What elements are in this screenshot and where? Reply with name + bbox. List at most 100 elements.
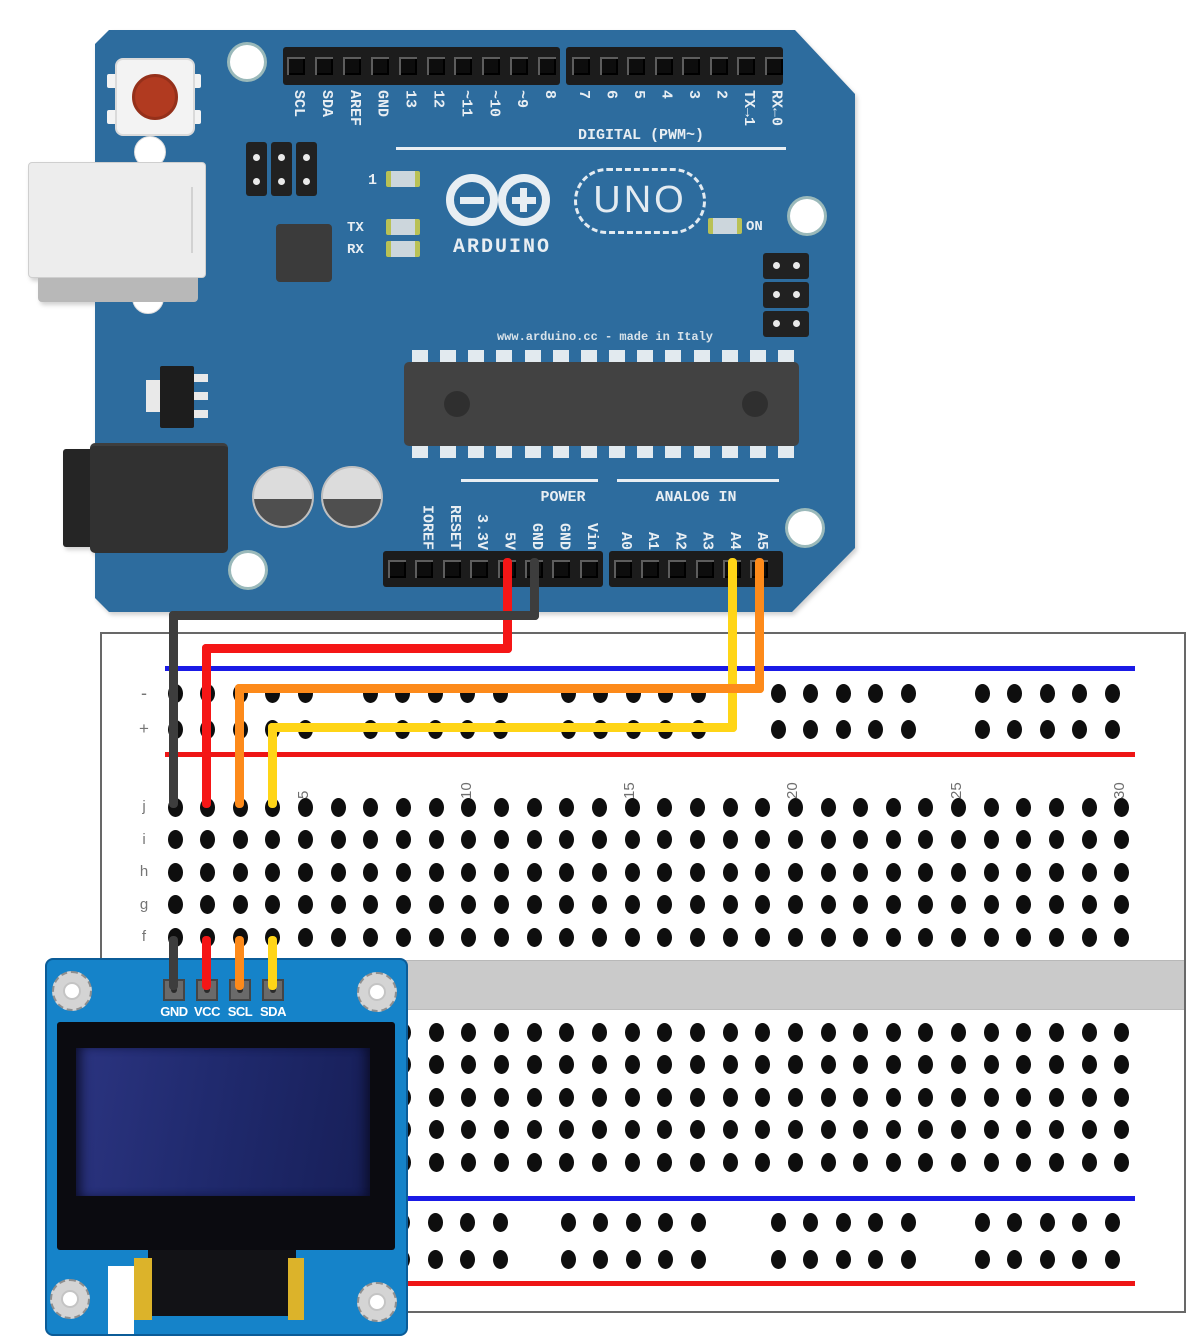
ic-pin-icon [749, 350, 766, 362]
breadboard-hole [722, 1087, 738, 1107]
pin-label-rx0: RX←0 [767, 90, 785, 127]
arduino-logo-icon [498, 174, 550, 226]
breadboard-hole [167, 927, 183, 947]
breadboard-hole [460, 1249, 476, 1269]
breadboard-hole [951, 830, 967, 849]
breadboard-hole [885, 1120, 901, 1139]
breadboard-hole [232, 683, 248, 703]
breadboard-hole [1016, 1087, 1032, 1107]
regulator-tab [146, 380, 162, 412]
ic-pin-icon [721, 350, 738, 362]
breadboard-hole [167, 719, 183, 739]
breadboard-hole [593, 683, 609, 703]
breadboard-hole [461, 1152, 477, 1172]
breadboard-hole [624, 1152, 640, 1172]
breadboard-hole [559, 1055, 575, 1074]
breadboard-hole [853, 1022, 869, 1042]
header-socket [579, 560, 598, 578]
breadboard-hole [624, 927, 640, 947]
uno-badge-text: UNO [593, 179, 687, 221]
header-socket [470, 560, 489, 578]
digital-header-left [283, 47, 560, 85]
breadboard-hole [722, 895, 738, 914]
positive-rail-line [165, 1281, 1135, 1286]
analog-section-label: ANALOG IN [655, 489, 737, 506]
breadboard-hole [1016, 830, 1032, 849]
breadboard-hole [1007, 1249, 1023, 1269]
icsp-header-icon [763, 282, 809, 308]
breadboard-hole [494, 830, 509, 849]
breadboard-hole [835, 1249, 851, 1269]
ic-pin-icon [412, 350, 428, 362]
power-section-label: POWER [540, 489, 586, 506]
breadboard-hole [200, 683, 216, 703]
pin-label-a3: A3 [698, 531, 716, 550]
breadboard-hole [591, 862, 607, 882]
breadboard-hole [460, 683, 476, 703]
breadboard-hole [526, 1120, 542, 1139]
breadboard-hole [722, 927, 738, 947]
breadboard-hole [853, 862, 869, 882]
capacitor-icon [321, 466, 383, 528]
breadboard-hole [298, 719, 314, 739]
breadboard-hole [835, 683, 851, 703]
breadboard-hole [265, 830, 281, 849]
breadboard-hole [1016, 862, 1032, 882]
breadboard-hole [200, 830, 216, 849]
breadboard-hole [1049, 1087, 1065, 1107]
ic-pin-icon [777, 446, 794, 458]
breadboard-hole [526, 1152, 542, 1172]
breadboard-hole [493, 1249, 509, 1269]
header-socket [668, 560, 687, 578]
breadboard-hole [951, 1087, 967, 1107]
breadboard-hole [691, 1249, 707, 1269]
header-socket [709, 57, 728, 75]
breadboard-hole [167, 797, 183, 817]
pin-label-gnd: GND [373, 90, 391, 118]
breadboard-hole [691, 719, 707, 739]
oled-mounting-hole-icon [357, 1282, 397, 1322]
ic-dot-icon [742, 391, 768, 417]
breadboard-hole [1081, 927, 1097, 947]
breadboard-hole [951, 895, 967, 914]
breadboard-hole [755, 1120, 771, 1139]
logo-minus-icon [460, 197, 484, 204]
breadboard-hole [770, 1249, 786, 1269]
breadboard-hole [494, 1022, 509, 1042]
breadboard-hole [868, 1212, 884, 1232]
pin-label-6: 6 [602, 90, 620, 100]
tx-led-icon [386, 219, 420, 235]
header-socket [764, 57, 783, 75]
breadboard-hole [722, 1055, 738, 1074]
breadboard-hole [1016, 1022, 1032, 1042]
breadboard-hole [428, 927, 444, 947]
oled-pad-scl [229, 979, 251, 1001]
breadboard-hole [983, 862, 999, 882]
breadboard-hole [427, 683, 443, 703]
breadboard-hole [362, 719, 378, 739]
breadboard-hole [1114, 1087, 1130, 1107]
breadboard-hole [918, 1120, 934, 1139]
breadboard-hole [560, 1212, 576, 1232]
breadboard-hole [428, 1087, 444, 1107]
breadboard-hole [722, 1120, 738, 1139]
breadboard-hole [265, 683, 281, 703]
breadboard-hole [1114, 1055, 1130, 1074]
breadboard-hole [755, 895, 771, 914]
breadboard-hole [853, 1152, 869, 1172]
ic-pin-icon [412, 446, 428, 458]
header-socket [525, 560, 543, 578]
breadboard-hole [1016, 1055, 1032, 1074]
breadboard-hole [591, 797, 607, 817]
breadboard-hole [787, 927, 803, 947]
breadboard-hole [298, 683, 314, 703]
ic-pin-icon [496, 350, 513, 362]
ic-dot-icon [444, 391, 470, 417]
breadboard-hole [1016, 1120, 1032, 1139]
pin-label-7: 7 [575, 90, 592, 100]
breadboard-hole [428, 1152, 444, 1172]
breadboard-hole [625, 1249, 641, 1269]
header-socket [538, 57, 557, 75]
column-number-30: 30 [1110, 782, 1128, 799]
